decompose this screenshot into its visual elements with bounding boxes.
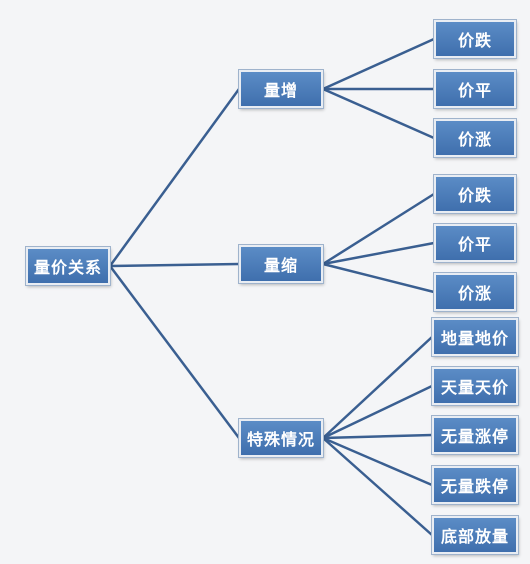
leaf-node-sky-volume: 天量天价: [432, 367, 518, 405]
branch-node-volume-up: 量增: [239, 70, 323, 108]
edge-branch-node-volume-down-to-leaf-node-price-flat-2: [321, 241, 436, 266]
edge-branch-node-volume-up-to-leaf-node-price-down-1: [321, 37, 436, 91]
branch-node-special-cases: 特殊情况: [239, 419, 323, 457]
edge-branch-node-special-cases-to-leaf-node-bottom-volume: [321, 436, 434, 537]
leaf-node-price-flat-2: 价平: [434, 224, 516, 262]
edge-root-to-branch-node-volume-down: [108, 262, 241, 268]
edge-branch-node-special-cases-to-leaf-node-ground-volume: [321, 335, 434, 440]
branch-node-volume-down: 量缩: [239, 245, 323, 283]
leaf-node-price-up-1: 价涨: [434, 119, 516, 157]
leaf-node-price-down-2: 价跌: [434, 175, 516, 213]
edge-branch-node-special-cases-to-leaf-node-sky-volume: [321, 384, 434, 440]
leaf-node-price-up-2: 价涨: [434, 273, 516, 311]
edge-branch-node-special-cases-to-leaf-node-no-volume-limit-down: [321, 436, 434, 487]
edge-root-to-branch-node-volume-up: [108, 87, 241, 268]
edge-branch-node-volume-down-to-leaf-node-price-up-2: [321, 262, 436, 294]
root-node: 量价关系: [26, 247, 110, 285]
edge-root-to-branch-node-special-cases: [108, 264, 241, 440]
edge-branch-node-special-cases-to-leaf-node-no-volume-limit-up: [321, 433, 434, 440]
leaf-node-price-down-1: 价跌: [434, 20, 516, 58]
leaf-node-bottom-volume: 底部放量: [432, 516, 518, 554]
leaf-node-price-flat-1: 价平: [434, 70, 516, 108]
edge-branch-node-volume-up-to-leaf-node-price-up-1: [321, 87, 436, 140]
leaf-node-ground-volume: 地量地价: [432, 318, 518, 356]
leaf-node-no-volume-limit-up: 无量涨停: [432, 416, 518, 454]
edge-branch-node-volume-down-to-leaf-node-price-down-2: [321, 192, 436, 266]
leaf-node-no-volume-limit-down: 无量跌停: [432, 466, 518, 504]
